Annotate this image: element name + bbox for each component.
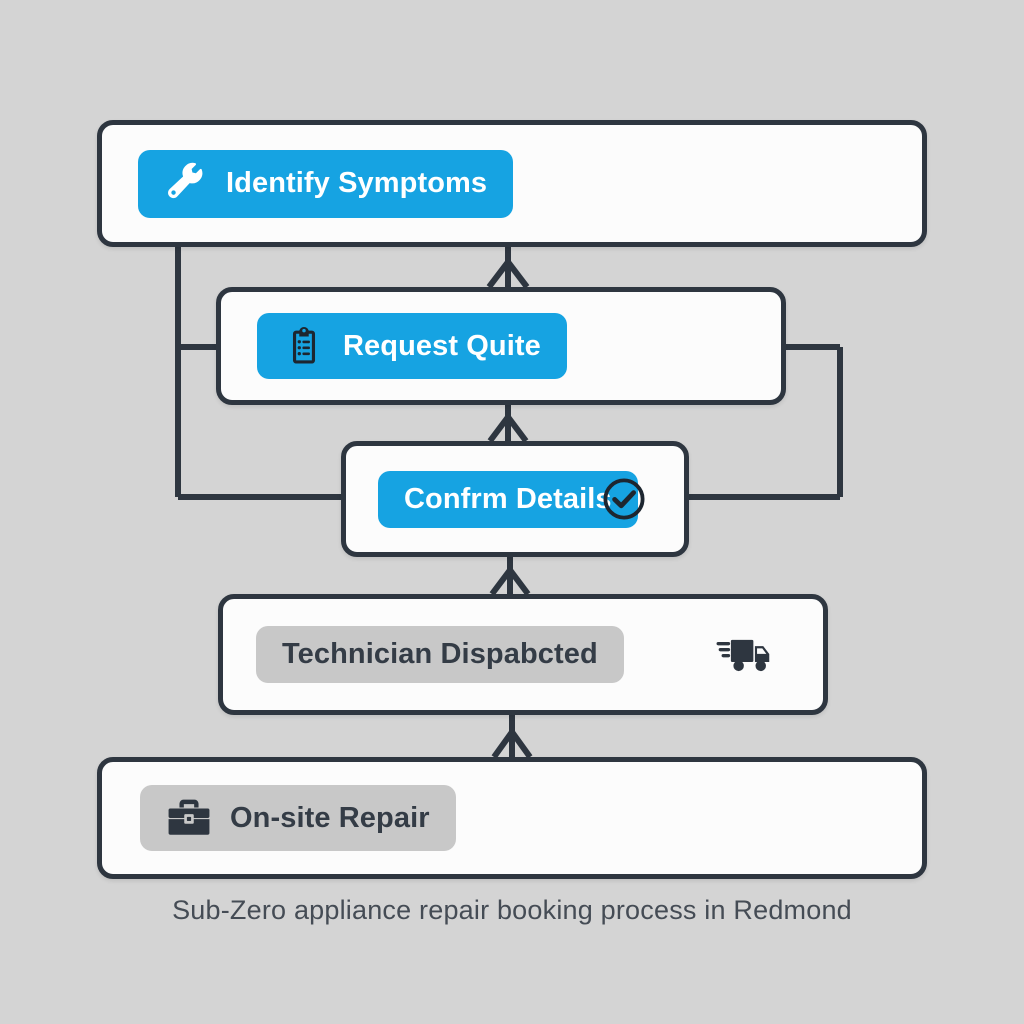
toolbox-icon	[166, 797, 212, 839]
check-circle-icon	[600, 475, 648, 523]
node-label: Technician Dispabcted	[282, 638, 598, 670]
node-confirm-details[interactable]: Confrm Details	[341, 441, 689, 557]
pill-request-quote[interactable]: Request Quite	[257, 313, 567, 379]
edge-marker-chevron-2	[487, 412, 529, 443]
node-label: On-site Repair	[230, 801, 430, 834]
node-onsite-repair[interactable]: On-site Repair	[97, 757, 927, 879]
edge-marker-chevron-4	[491, 726, 533, 759]
node-technician-dispatched[interactable]: Technician Dispabcted	[218, 594, 828, 715]
pill-onsite-repair[interactable]: On-site Repair	[140, 785, 456, 851]
node-label: Confrm Details	[404, 482, 612, 515]
edge-marker-chevron-1	[486, 257, 530, 289]
pill-confirm-details[interactable]: Confrm Details	[378, 470, 638, 528]
node-identify-symptoms[interactable]: Identify Symptoms	[97, 120, 927, 247]
clipboard-list-icon	[283, 325, 325, 367]
pill-identify-symptoms[interactable]: Identify Symptoms	[138, 149, 514, 218]
node-label: Identify Symptoms	[226, 167, 488, 199]
wrench-icon	[164, 162, 208, 206]
delivery-truck-icon	[715, 632, 777, 678]
pill-technician-dispatched[interactable]: Technician Dispabcted	[256, 626, 624, 683]
edge-marker-chevron-3	[489, 565, 531, 596]
diagram-caption: Sub-Zero appliance repair booking proces…	[172, 895, 852, 925]
node-request-quote[interactable]: Request Quite	[216, 287, 786, 405]
node-label: Request Quite	[343, 329, 541, 362]
